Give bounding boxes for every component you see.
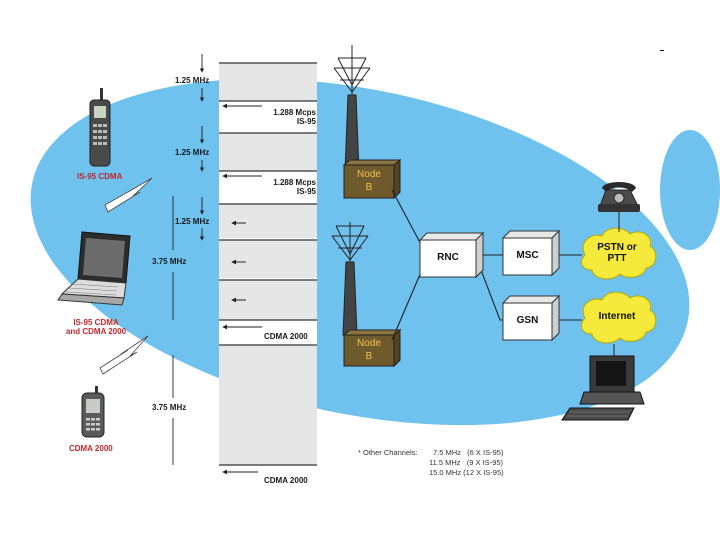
node-b-label-line: B bbox=[365, 182, 373, 193]
device-label-line: IS-95 CDMA bbox=[73, 318, 119, 327]
laptop-icon bbox=[57, 231, 131, 306]
other-channels-title: * Other Channels: bbox=[358, 448, 418, 457]
rnc-label: RNC bbox=[437, 252, 459, 263]
node-b-label-line: Node bbox=[357, 169, 381, 180]
band-width-label: 1.25 MHz bbox=[175, 217, 210, 226]
coverage-ellipse-edge bbox=[660, 130, 720, 250]
device-label: CDMA 2000 bbox=[69, 444, 113, 453]
pstn-label: PSTN or PTT bbox=[584, 242, 650, 264]
pstn-cloud bbox=[581, 227, 657, 280]
band-width-label: 1.25 MHz bbox=[175, 148, 210, 157]
spectrum-band bbox=[219, 133, 317, 171]
node-b-label: Node B bbox=[344, 168, 394, 194]
chip-rate-label: 1.288 Mcps IS-95 bbox=[266, 178, 316, 196]
chip-rate-standard: IS-95 bbox=[296, 187, 316, 196]
msc-box bbox=[501, 229, 561, 277]
internet-label: Internet bbox=[598, 311, 636, 322]
computer-icon bbox=[561, 344, 645, 421]
pstn-label-line: PSTN or bbox=[597, 242, 637, 253]
internet-cloud bbox=[581, 291, 657, 344]
pstn-label-line: PTT bbox=[607, 253, 627, 264]
rnc-box bbox=[418, 231, 485, 279]
spectrum-band bbox=[219, 63, 317, 101]
msc-label: MSC bbox=[516, 250, 539, 261]
node-b-box bbox=[342, 158, 402, 200]
node-b-label-line: Node bbox=[357, 338, 381, 349]
device-label: IS-95 CDMA bbox=[77, 172, 123, 181]
node-b-label-line: B bbox=[365, 351, 373, 362]
telephone-icon bbox=[598, 182, 640, 232]
other-channels-line: 11.5 MHz (9 X IS-95) bbox=[429, 458, 504, 467]
chip-rate-value: 1.288 Mcps bbox=[273, 108, 316, 117]
gsn-box bbox=[501, 294, 561, 342]
corner-mark bbox=[660, 50, 664, 51]
gsn-label: GSN bbox=[516, 315, 539, 326]
chip-rate-standard: CDMA 2000 bbox=[264, 332, 308, 341]
spectrum-chart bbox=[172, 46, 317, 486]
wireless-link-icon bbox=[104, 177, 153, 213]
other-channels-line: 7.5 MHz (6 X IS-95) bbox=[433, 448, 504, 457]
cell-phone-icon bbox=[89, 88, 111, 167]
chip-rate-standard: IS-95 bbox=[296, 117, 316, 126]
other-channels-line: 15.0 MHz (12 X IS-95) bbox=[429, 468, 504, 477]
spectrum-band bbox=[219, 204, 317, 238]
node-b-label: Node B bbox=[344, 337, 394, 363]
cell-tower-icon bbox=[333, 45, 371, 173]
spectrum-band bbox=[219, 345, 317, 465]
band-width-label: 3.75 MHz bbox=[152, 257, 187, 266]
spectrum-band bbox=[219, 240, 317, 278]
device-label-line: and CDMA 2000 bbox=[65, 327, 127, 336]
cell-tower-icon bbox=[331, 222, 369, 336]
chip-rate-standard: CDMA 2000 bbox=[264, 476, 308, 485]
chip-rate-value: 1.288 Mcps bbox=[273, 178, 316, 187]
cell-phone-icon bbox=[81, 386, 105, 438]
wireless-link-icon bbox=[99, 335, 149, 375]
band-width-label: 3.75 MHz bbox=[152, 403, 187, 412]
device-label: IS-95 CDMA and CDMA 2000 bbox=[60, 318, 132, 336]
chip-rate-label: 1.288 Mcps IS-95 bbox=[266, 108, 316, 126]
node-b-box bbox=[342, 328, 402, 368]
band-width-label: 1.25 MHz bbox=[175, 76, 210, 85]
